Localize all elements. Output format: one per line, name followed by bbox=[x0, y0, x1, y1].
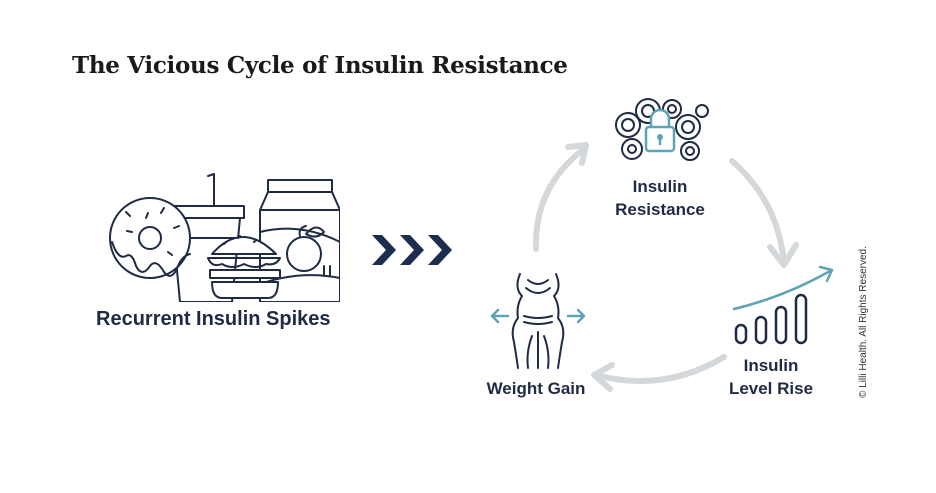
cycle-arrows bbox=[532, 142, 799, 392]
arrow-to-weight-gain bbox=[593, 354, 727, 384]
food-illustration bbox=[109, 173, 340, 302]
insulin-level-rise-label: Insulin Level Rise bbox=[728, 356, 814, 398]
page-title: The Vicious Cycle of Insulin Resistance bbox=[72, 52, 568, 79]
burger-icon bbox=[207, 235, 281, 299]
donut-icon bbox=[109, 197, 191, 279]
fruit-icon bbox=[286, 225, 325, 272]
insulin-resistance-label: Insulin Resistance bbox=[615, 177, 705, 219]
cup-with-straw-icon bbox=[167, 173, 245, 302]
arrow-to-resistance bbox=[532, 146, 587, 252]
arrow-to-level-rise bbox=[729, 158, 787, 266]
weight-gain-label: Weight Gain bbox=[486, 379, 586, 398]
triple-chevron-right-icon bbox=[372, 235, 452, 265]
rising-bars-icon bbox=[732, 265, 834, 345]
recurrent-insulin-spikes-label: Recurrent Insulin Spikes bbox=[96, 308, 331, 330]
body-expanding-icon bbox=[490, 273, 586, 369]
copyright-notice: © Lilli Health. All Rights Reserved. bbox=[858, 246, 869, 398]
locked-cells-icon bbox=[615, 98, 709, 161]
